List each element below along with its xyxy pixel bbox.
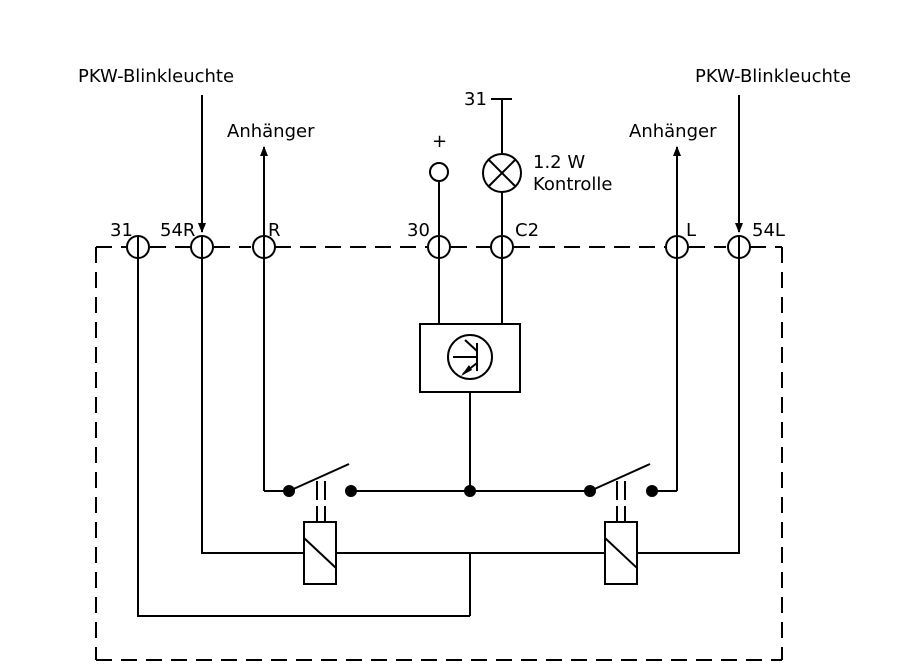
ground-31-top-symbol bbox=[491, 98, 512, 153]
bus-junction-dot bbox=[464, 485, 476, 497]
right-switch-fixed-dot bbox=[646, 485, 658, 497]
terminal-l-label: L bbox=[686, 220, 696, 241]
terminal-30-label: 30 bbox=[407, 220, 430, 241]
terminal-c2-label: C2 bbox=[515, 220, 539, 241]
right-switch-actuator bbox=[616, 481, 626, 522]
anhaenger-left-label: Anhänger bbox=[227, 121, 315, 142]
terminal-c2-symbol bbox=[490, 235, 514, 259]
terminal-31-symbol bbox=[126, 235, 150, 259]
right-switch-blade bbox=[589, 463, 651, 492]
terminal-54l-to-coil-wire bbox=[637, 258, 740, 554]
right-relay-coil bbox=[604, 521, 638, 585]
left-switch-fixed-dot bbox=[345, 485, 357, 497]
terminal-54r-label: 54R bbox=[160, 220, 195, 241]
lamp-power-label: 1.2 W bbox=[533, 152, 585, 173]
terminal-l-symbol bbox=[665, 235, 689, 259]
left-relay-coil bbox=[303, 521, 337, 585]
terminal-31-label: 31 bbox=[110, 220, 133, 241]
anhaenger-right-label: Anhänger bbox=[629, 121, 717, 142]
terminal-54l-symbol bbox=[727, 235, 751, 259]
lamp-name-label: Kontrolle bbox=[533, 174, 612, 195]
control-lamp-icon bbox=[482, 153, 522, 193]
pkw-blinkleuchte-right-label: PKW-Blinkleuchte bbox=[695, 66, 851, 87]
ground-31-top-label: 31 bbox=[464, 89, 487, 110]
terminal-54r-symbol bbox=[190, 235, 214, 259]
plus-supply-terminal bbox=[429, 162, 449, 182]
terminal-r-symbol bbox=[252, 235, 276, 259]
left-switch-blade bbox=[288, 463, 350, 492]
pkw-blinkleuchte-left-label: PKW-Blinkleuchte bbox=[78, 66, 234, 87]
terminal-54l-label: 54L bbox=[752, 220, 785, 241]
terminal-30-symbol bbox=[427, 235, 451, 259]
left-switch-actuator bbox=[316, 481, 326, 522]
transistor-icon bbox=[447, 334, 493, 380]
terminal-31-ground-wire bbox=[137, 258, 470, 617]
plus-supply-label: + bbox=[432, 131, 447, 152]
terminal-r-label: R bbox=[268, 220, 281, 241]
terminal-54r-to-coil-wire bbox=[201, 258, 304, 554]
relay-housing-outline bbox=[95, 246, 783, 661]
